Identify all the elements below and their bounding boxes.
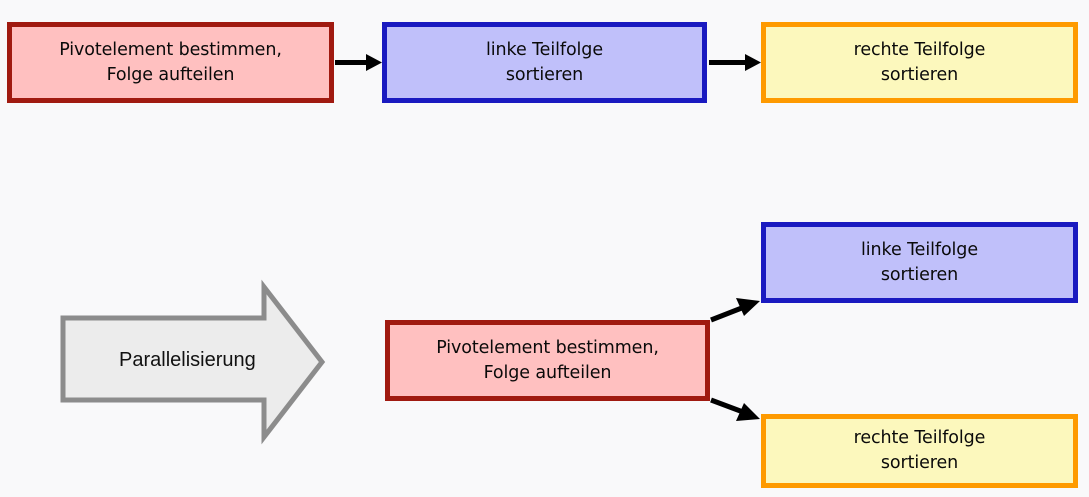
node-par-left[interactable]: linke Teilfolge sortieren <box>761 222 1078 303</box>
node-par-right[interactable]: rechte Teilfolge sortieren <box>761 414 1078 488</box>
node-seq-right-line-2: sortieren <box>880 64 959 85</box>
node-par-left-line-1: linke Teilfolge <box>861 239 978 260</box>
node-seq-left[interactable]: linke Teilfolge sortieren <box>382 22 707 103</box>
node-par-left-line-2: sortieren <box>880 264 959 285</box>
connector-par-pivot-to-par-right <box>710 397 760 421</box>
node-par-right-line-1: rechte Teilfolge <box>853 428 986 449</box>
parallelisierung-label: Parallelisierung <box>119 349 256 371</box>
node-seq-pivot-line-1: Pivotelement bestimmen, <box>59 39 282 60</box>
node-par-right-line-2: sortieren <box>880 453 959 473</box>
node-seq-right-line-1: rechte Teilfolge <box>853 39 986 60</box>
node-par-pivot-line-1: Pivotelement bestimmen, <box>436 337 659 358</box>
node-seq-left-line-1: linke Teilfolge <box>486 39 603 60</box>
node-seq-pivot[interactable]: Pivotelement bestimmen, Folge aufteilen <box>7 22 334 103</box>
node-par-pivot[interactable]: Pivotelement bestimmen, Folge aufteilen <box>385 320 710 401</box>
connector-seq-left-to-seq-right <box>709 54 761 71</box>
node-par-pivot-line-2: Folge aufteilen <box>483 362 612 383</box>
connector-seq-pivot-to-seq-left <box>335 54 382 71</box>
node-seq-right[interactable]: rechte Teilfolge sortieren <box>761 22 1078 103</box>
node-seq-pivot-line-2: Folge aufteilen <box>106 64 235 85</box>
connector-par-pivot-to-par-left <box>710 298 760 323</box>
node-seq-left-line-2: sortieren <box>505 64 584 85</box>
